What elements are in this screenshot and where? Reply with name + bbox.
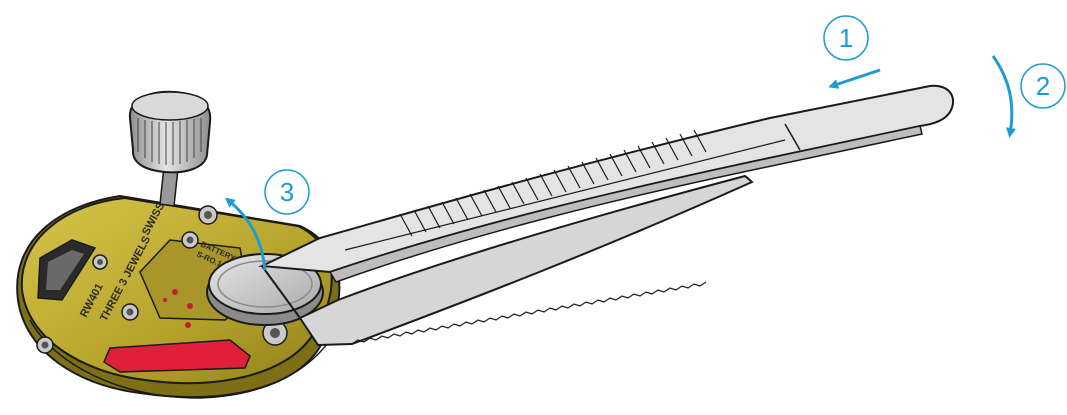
step-1-circle [823, 15, 869, 61]
crown-icon [128, 90, 212, 174]
tweezers-grip [399, 129, 707, 237]
jewels [163, 289, 193, 328]
step-3-number: 3 [280, 177, 294, 207]
step-1: 1 [823, 15, 881, 89]
arrow-icon [991, 55, 1016, 138]
watch-movement: SWISS 56 RW401 THREE 3 JEWELS BATTERY 36… [16, 90, 341, 399]
step-2-number: 2 [1036, 71, 1050, 101]
tweezers-serration [351, 281, 707, 345]
step-2: 2 [991, 55, 1066, 138]
arrow-icon [828, 68, 881, 89]
step-3: 3 [224, 169, 310, 271]
tweezers-lower-arm [298, 174, 754, 347]
step-3-circle [264, 169, 310, 215]
step-2-circle [1020, 63, 1066, 109]
arrow-icon [224, 197, 267, 271]
red-part [103, 339, 251, 373]
tweezers-icon [258, 84, 955, 347]
step-1-number: 1 [839, 23, 853, 53]
